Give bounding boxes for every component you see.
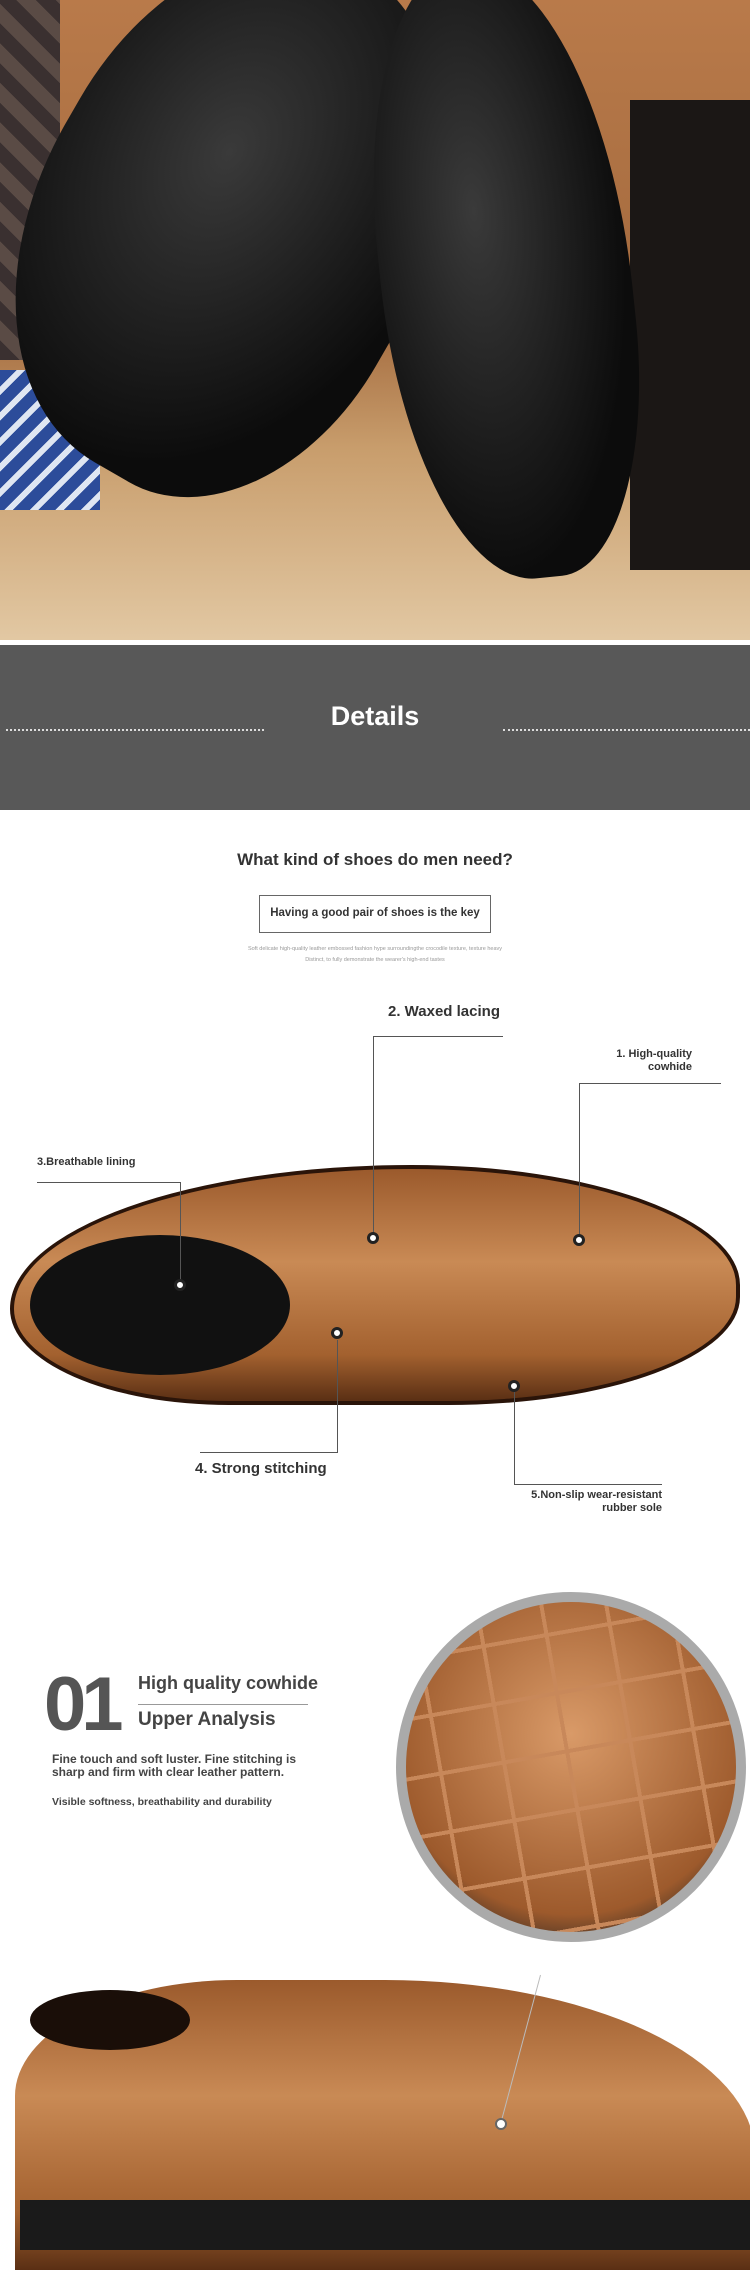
shoe-opening xyxy=(30,1990,190,2050)
intro-desc: Soft delicate high-quality leather embos… xyxy=(247,946,503,952)
leather-closeup xyxy=(396,1592,746,1942)
intro-key: Having a good pair of shoes is the key xyxy=(259,895,491,933)
intro-desc: Distinct, to fully demonstrate the weare… xyxy=(305,957,445,963)
marker-dot xyxy=(331,1327,343,1339)
marker-dot xyxy=(174,1279,186,1291)
section-note: Visible softness, breathability and dura… xyxy=(52,1796,272,1808)
section-title: High quality cowhide xyxy=(138,1673,319,1693)
intro-question: What kind of shoes do men need? xyxy=(237,850,513,869)
section-number: 01 xyxy=(44,1662,124,1747)
marker-dot xyxy=(495,2118,507,2130)
shoe-sole xyxy=(20,2200,750,2250)
marker-dot xyxy=(508,1380,520,1392)
details-banner: Details xyxy=(0,645,750,810)
label-stitching: 4. Strong stitching xyxy=(195,1460,327,1477)
section-body: Fine touch and soft luster. Fine stitchi… xyxy=(52,1752,297,1779)
label-waxed-lacing: 2. Waxed lacing xyxy=(388,1003,500,1020)
divider xyxy=(503,729,750,731)
marker-dot xyxy=(367,1232,379,1244)
hero-photo xyxy=(0,0,750,640)
box xyxy=(630,100,750,570)
section-subtitle: Upper Analysis xyxy=(138,1709,276,1730)
right-shoe xyxy=(348,0,662,592)
intro-key-wrap: Having a good pair of shoes is the key xyxy=(0,895,750,933)
label-lining: 3.Breathable lining xyxy=(37,1156,136,1168)
shoe-lining xyxy=(30,1235,290,1375)
divider xyxy=(6,729,264,731)
banner-title: Details xyxy=(330,701,420,731)
brown-shoe-bottom xyxy=(15,1980,750,2270)
marker-dot xyxy=(573,1234,585,1246)
